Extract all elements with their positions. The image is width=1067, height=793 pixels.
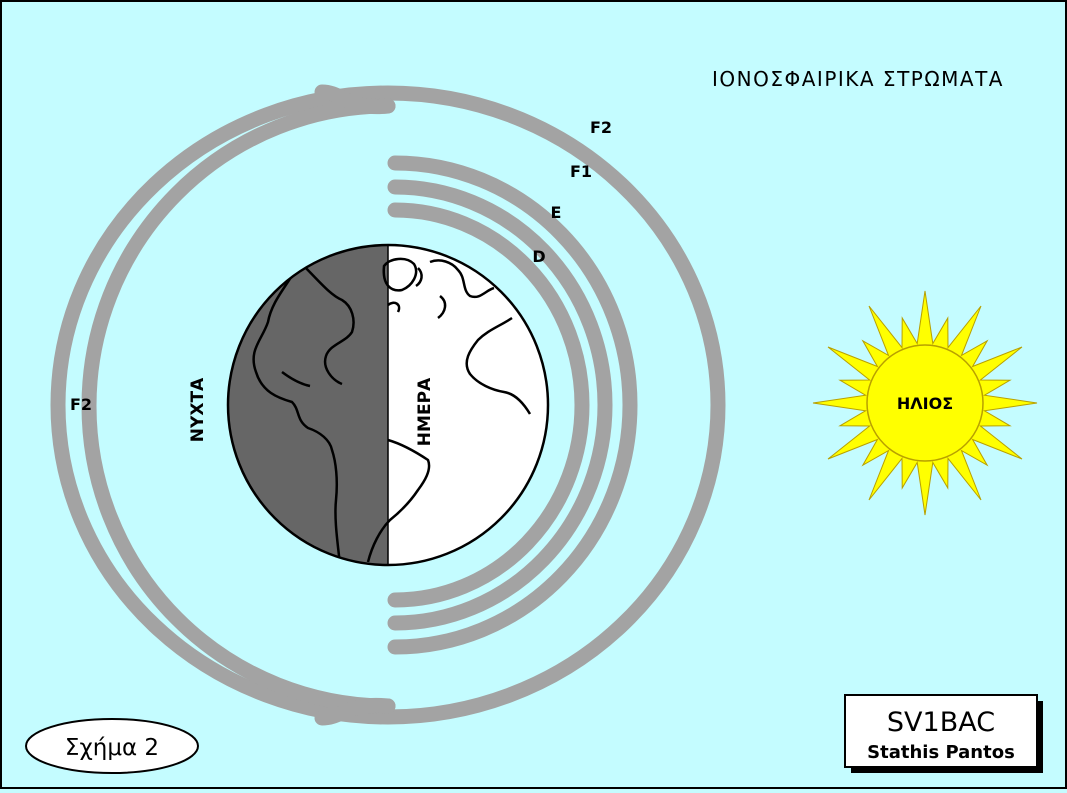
credit-box-panel xyxy=(844,694,1038,768)
credit-box: SV1BAC Stathis Pantos xyxy=(844,694,1043,773)
figure-label-badge: Σχήμα 2 xyxy=(25,718,199,774)
earth xyxy=(226,243,550,567)
sun-disc xyxy=(866,344,984,462)
day-label: ΗΜΕΡΑ xyxy=(415,377,435,446)
ionosphere-layers xyxy=(50,84,726,726)
label-f1: F1 xyxy=(570,162,592,181)
diagram-title: ΙΟΝΟΣΦΑΙΡΙΚΑ ΣΤΡΩΜΑΤΑ xyxy=(712,67,1004,91)
layer-e xyxy=(387,179,613,631)
credit-callsign: SV1BAC xyxy=(887,707,995,738)
sun-label: ΗΛΙΟΣ xyxy=(897,394,953,413)
night-label: ΝΥΧΤΑ xyxy=(188,377,208,442)
figure-label-oval xyxy=(25,718,199,774)
layer-d xyxy=(387,202,590,608)
label-f2-night: F2 xyxy=(70,395,92,414)
label-f2-day: F2 xyxy=(590,118,612,137)
layer-f2-night xyxy=(81,98,396,714)
figure-label: Σχήμα 2 xyxy=(65,735,159,761)
layer-f1 xyxy=(387,155,638,655)
layer-f2-join-top xyxy=(314,84,396,115)
earth-night-side xyxy=(228,245,388,565)
sun: ΗΛΙΟΣ xyxy=(812,290,1038,516)
credit-name: Stathis Pantos xyxy=(867,742,1015,763)
layer-f2-outer xyxy=(50,85,726,725)
label-d: D xyxy=(532,247,545,266)
label-e: E xyxy=(551,203,562,222)
layer-f2-join-bottom xyxy=(314,697,396,726)
continent-outlines xyxy=(252,257,532,565)
